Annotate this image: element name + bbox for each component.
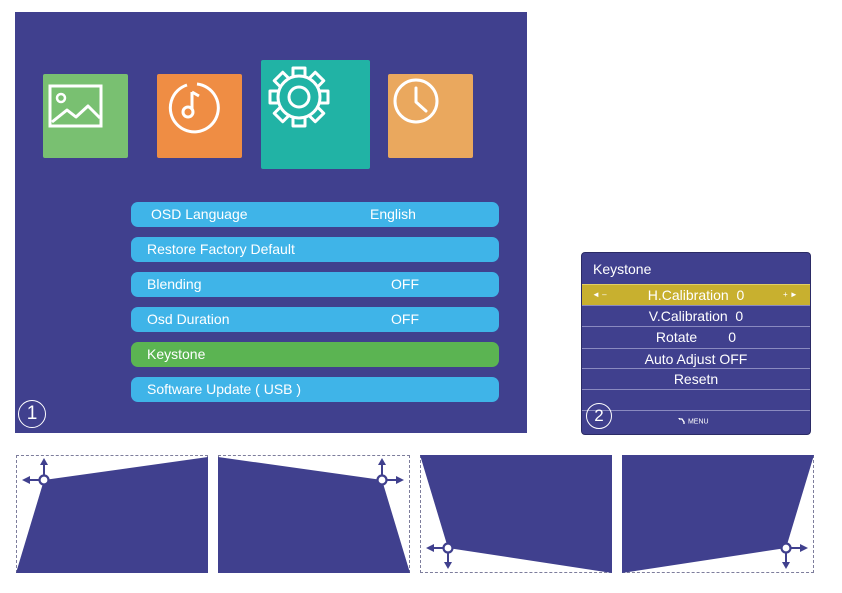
setup-category-tile[interactable] — [261, 60, 370, 169]
corner-handle[interactable] — [780, 542, 792, 554]
menu-item-label: Osd Duration — [147, 311, 230, 327]
menu-hint-label: MENU — [687, 418, 709, 426]
keystone-diagram-top-left — [16, 455, 208, 573]
arrow-left-icon — [426, 544, 434, 552]
increase-arrow-icon[interactable]: + ► — [783, 290, 798, 299]
keystone-row-label: Resetn — [673, 371, 719, 387]
keystone-row-auto-adjust[interactable]: Auto Adjust OFF — [582, 348, 810, 369]
menu-item-osd-duration[interactable]: Osd Duration OFF — [131, 307, 499, 332]
arrow-right-icon — [800, 544, 808, 552]
clock-icon — [393, 78, 439, 124]
picture-category-tile[interactable] — [43, 74, 128, 158]
decrease-arrow-icon[interactable]: ◄ – — [592, 290, 607, 299]
keystone-row-rotate[interactable]: Rotate 0 — [582, 326, 810, 347]
menu-item-value: OFF — [391, 276, 419, 292]
menu-item-software-update[interactable]: Software Update ( USB ) — [131, 377, 499, 402]
keystone-row-label: Auto Adjust OFF — [644, 351, 748, 367]
keystone-row-footer — [582, 410, 810, 434]
corner-handle[interactable] — [442, 542, 454, 554]
gear-icon — [268, 66, 330, 128]
menu-item-restore-factory-default[interactable]: Restore Factory Default — [131, 237, 499, 262]
menu-item-label: Blending — [147, 276, 202, 292]
step-badge-1: 1 — [18, 400, 46, 428]
keystone-row-v-calibration[interactable]: V.Calibration 0 — [582, 305, 810, 326]
keystone-row-h-calibration[interactable]: ◄ – H.Calibration 0 + ► — [582, 284, 810, 305]
arrow-down-icon — [444, 562, 452, 569]
arrow-right-icon — [396, 476, 404, 484]
corner-handle[interactable] — [38, 474, 50, 486]
menu-item-label: Software Update ( USB ) — [147, 381, 302, 397]
menu-item-keystone[interactable]: Keystone — [131, 342, 499, 367]
arrow-down-icon — [782, 562, 790, 569]
keystone-row-label: H.Calibration 0 — [647, 287, 745, 303]
menu-item-label: OSD Language — [151, 206, 248, 222]
menu-item-osd-language[interactable]: OSD Language English — [131, 202, 499, 227]
keystone-diagram-bottom-left — [420, 455, 612, 573]
return-icon — [678, 418, 685, 424]
menu-item-label: Restore Factory Default — [147, 241, 295, 257]
menu-item-label: Keystone — [147, 346, 206, 362]
arrow-up-icon — [378, 458, 386, 465]
keystone-diagram-top-right — [218, 455, 410, 573]
keystone-submenu-panel: Keystone ◄ – H.Calibration 0 + ► V.Calib… — [581, 252, 811, 435]
menu-hint[interactable]: MENU — [678, 418, 709, 425]
main-osd-panel: OSD Language English Restore Factory Def… — [15, 12, 527, 433]
keystone-diagram-bottom-right — [622, 455, 814, 573]
menu-item-value: English — [370, 206, 416, 222]
arrow-left-icon — [22, 476, 30, 484]
keystone-row-label: V.Calibration 0 — [648, 308, 744, 324]
keystone-row-label: Rotate 0 — [655, 329, 737, 345]
keystone-menu-title: Keystone — [593, 261, 652, 277]
keystone-row-reset[interactable]: Resetn — [582, 368, 810, 389]
time-category-tile[interactable] — [388, 74, 473, 158]
arrow-up-icon — [40, 458, 48, 465]
music-icon — [168, 82, 220, 134]
corner-handle[interactable] — [376, 474, 388, 486]
menu-item-blending[interactable]: Blending OFF — [131, 272, 499, 297]
keystone-row-empty — [582, 389, 810, 410]
music-category-tile[interactable] — [157, 74, 242, 158]
picture-icon — [48, 84, 103, 128]
step-badge-2: 2 — [586, 403, 612, 429]
menu-item-value: OFF — [391, 311, 419, 327]
